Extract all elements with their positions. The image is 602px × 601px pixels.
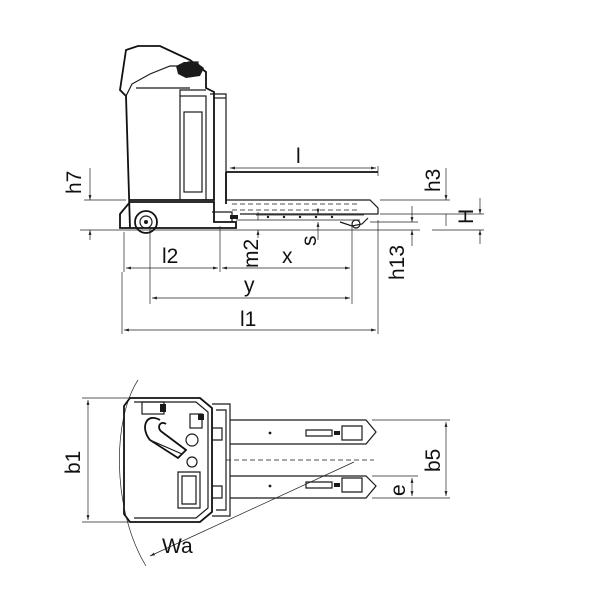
dim-m2: m2: [240, 212, 263, 268]
side-view: h7 l h3 H h13: [63, 45, 484, 334]
dim-Wa: Wa: [119, 379, 355, 567]
dim-l2: l2: [123, 226, 221, 272]
dim-H: H: [380, 198, 484, 244]
dim-e: e: [372, 475, 418, 496]
label-b5: b5: [422, 449, 445, 472]
label-l: l: [296, 145, 301, 168]
drive-wheel: [134, 210, 158, 234]
label-h3: h3: [422, 169, 445, 192]
dim-l1: l1: [121, 220, 379, 334]
control-head-side: [176, 61, 204, 78]
dim-h3: h3: [380, 168, 450, 226]
label-y: y: [244, 274, 255, 297]
label-h13: h13: [386, 245, 409, 280]
label-x: x: [282, 245, 293, 268]
dim-y: y: [149, 228, 350, 304]
label-H: H: [455, 209, 478, 224]
dim-h7: h7: [63, 168, 126, 240]
label-h7: h7: [63, 171, 86, 194]
label-e: e: [387, 484, 410, 496]
top-view: b1 b5 e Wa: [62, 379, 450, 567]
dim-s: s: [298, 208, 321, 246]
forks-side: [226, 171, 379, 229]
label-Wa: Wa: [162, 535, 193, 558]
dim-l: l: [230, 145, 379, 176]
dim-b5: b5: [372, 419, 450, 499]
truck-body-side: [119, 45, 237, 229]
forks-top: [230, 419, 377, 499]
label-l2: l2: [162, 245, 178, 268]
label-m2: m2: [240, 239, 263, 268]
dim-h13: h13: [370, 206, 418, 280]
label-b1: b1: [62, 451, 85, 474]
label-s: s: [298, 236, 321, 247]
dim-x: x: [222, 226, 353, 304]
truck-body-top: [123, 397, 231, 523]
dim-b1: b1: [62, 397, 130, 523]
label-l1: l1: [240, 308, 256, 331]
